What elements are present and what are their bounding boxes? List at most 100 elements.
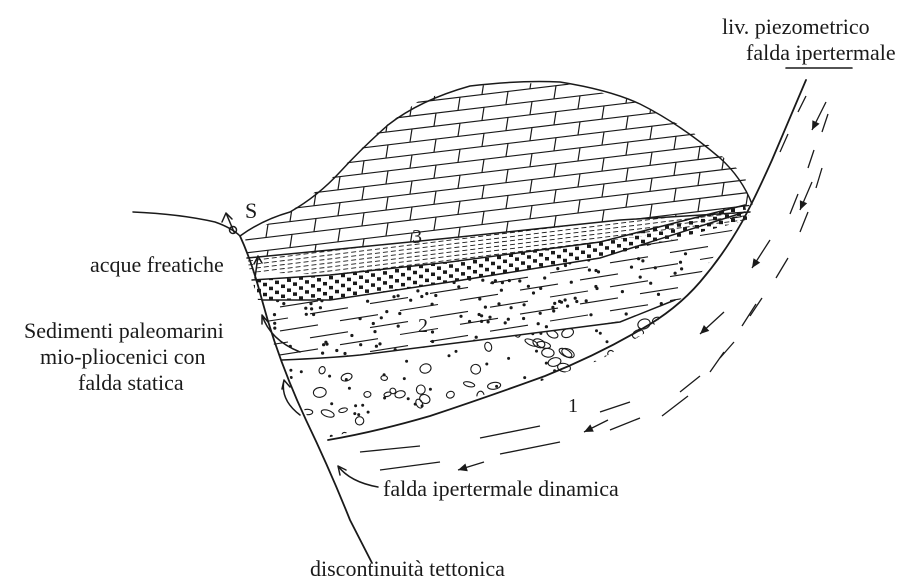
sediments-label-line-2: mio-pliocenici con	[40, 344, 206, 370]
bedding-tick	[626, 168, 628, 181]
sand-dot	[419, 269, 422, 272]
sand-dot	[553, 302, 556, 305]
band-square	[275, 291, 279, 295]
band-square	[695, 235, 699, 239]
band-square	[371, 263, 375, 267]
gravel-dot	[373, 437, 376, 440]
band-square	[737, 232, 741, 236]
band-square	[467, 246, 471, 250]
sand-dot	[434, 294, 437, 297]
bedding-tick	[554, 138, 556, 151]
sand-dot	[537, 322, 540, 325]
band-square	[449, 244, 453, 248]
band-square	[749, 230, 753, 234]
sand-dot	[543, 276, 546, 279]
bedding-tick	[578, 200, 580, 213]
band-square	[341, 274, 345, 278]
sand-dot	[712, 337, 715, 340]
bedding-tick	[482, 81, 484, 94]
gravel-dot	[580, 390, 583, 393]
gravel-dot	[295, 414, 298, 417]
band-square	[377, 277, 381, 281]
band-square	[389, 295, 393, 299]
bedding-tick	[338, 177, 340, 190]
band-square	[353, 282, 357, 286]
sand-dot	[566, 305, 569, 308]
sand-dot	[589, 313, 592, 316]
band-square	[701, 239, 705, 243]
gravel-dot	[568, 323, 571, 326]
thermal-flow-dash	[662, 396, 688, 416]
band-square	[713, 227, 717, 231]
band-square	[437, 276, 441, 280]
band-square	[293, 292, 297, 296]
band-square	[287, 288, 291, 292]
bedding-tick	[602, 54, 604, 67]
sand-dot	[343, 352, 346, 355]
band-square	[725, 235, 729, 239]
bedding-tick	[746, 115, 748, 128]
gravel-dot	[415, 430, 418, 433]
gravel-dot	[536, 393, 539, 396]
sand-dot	[397, 294, 400, 297]
gravel-dot	[652, 437, 655, 440]
sand-dot	[679, 261, 682, 264]
bedding-tick	[362, 109, 364, 122]
band-square	[521, 261, 525, 265]
band-square	[353, 302, 357, 306]
band-square	[623, 238, 627, 242]
sand-dot	[366, 300, 369, 303]
gravel-dot	[545, 362, 548, 365]
bedding-line	[220, 163, 780, 230]
gravel-pebble	[397, 335, 405, 342]
sand-dot	[576, 356, 579, 359]
sand-dash	[640, 240, 678, 246]
bedding-tick	[554, 164, 556, 177]
band-square	[395, 279, 399, 283]
bedding-tick	[770, 203, 772, 216]
sand-dot	[683, 346, 686, 349]
sand-dot	[733, 288, 736, 291]
gravel-dot	[539, 332, 542, 335]
band-square	[635, 236, 639, 240]
band-square	[389, 275, 393, 279]
sand-dot	[359, 317, 362, 320]
bedding-tick	[746, 89, 748, 102]
bedding-line	[220, 137, 780, 204]
band-square	[425, 289, 429, 293]
sand-dot	[638, 333, 641, 336]
gravel-dot	[594, 361, 597, 364]
sand-dash	[700, 302, 738, 308]
band-square	[329, 286, 333, 290]
sand-dot	[431, 303, 434, 306]
sand-dot	[639, 276, 642, 279]
sand-dash	[670, 247, 708, 253]
band-square	[677, 233, 681, 237]
bedding-tick	[266, 224, 268, 237]
gravel-dot	[588, 422, 591, 425]
band-square	[641, 250, 645, 254]
bedding-tick	[770, 99, 772, 112]
band-square	[509, 273, 513, 277]
sand-dot	[310, 307, 313, 310]
gravel-dot	[483, 328, 486, 331]
band-square	[365, 279, 369, 283]
sand-dot	[375, 345, 378, 348]
band-square	[635, 246, 639, 250]
bedding-tick	[434, 139, 436, 152]
sand-dot	[273, 313, 276, 316]
band-square	[593, 218, 597, 222]
gravel-dot	[550, 394, 553, 397]
sand-dot	[505, 255, 508, 258]
gravel-pebble	[479, 434, 488, 443]
band-square	[383, 271, 387, 275]
bedding-tick	[770, 73, 772, 86]
band-square	[293, 282, 297, 286]
sand-dot	[635, 369, 638, 372]
gravel-dot	[606, 340, 609, 343]
gravel-dot	[535, 350, 538, 353]
band-square	[731, 209, 735, 213]
band-square	[701, 229, 705, 233]
band-square	[497, 266, 501, 270]
band-square	[299, 306, 303, 310]
